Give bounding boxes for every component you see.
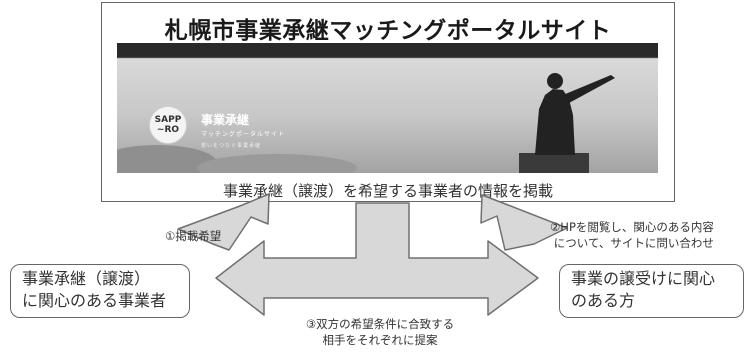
seller-line2: に関心のある事業者 [22,291,167,310]
portal-banner-image: SAPP ~RO 事業承継 マッチングポータルサイト 想いをつなぐ事業承継 [117,43,658,173]
statue-silhouette [117,73,615,173]
banner-subtitle: マッチングポータルサイト [201,131,286,138]
banner-tagline: 想いをつなぐ事業承継 [201,143,262,149]
step2-line2: について、サイトに問い合わせ [553,236,714,250]
arrow-listing-request [177,193,270,251]
portal-title: 札幌市事業承継マッチングポータルサイト [164,18,612,44]
arrow-matching-proposal [215,202,539,316]
step2-label: ②HPを閲覧し、関心のある内容 について、サイトに問い合わせ [550,219,714,251]
logo-text-1: SAPP [154,115,182,125]
logo-text-2: ~RO [156,125,180,135]
buyer-party-box: 事業の譲受けに関心 のある方 [559,264,744,318]
portal-site-box: 札幌市事業承継マッチングポータルサイト SAPP ~RO 事業承継 マッチングポ… [101,2,675,202]
buyer-line1: 事業の譲受けに関心 [571,269,716,288]
portal-caption: 事業承継（譲渡）を希望する事業者の情報を掲載 [222,182,553,200]
step3-line1: ③双方の希望条件に合致する [305,317,455,331]
step3-line2: 相手をそれぞれに提案 [322,333,438,347]
buyer-line2: のある方 [571,291,636,310]
seller-line1: 事業承継（譲渡） [22,269,151,288]
step3-label: ③双方の希望条件に合致する 相手をそれぞれに提案 [300,316,460,348]
step2-line1: ②HPを閲覧し、関心のある内容 [550,220,714,234]
sapporo-logo: SAPP ~RO [149,106,187,144]
banner-brand: 事業承継 [201,113,250,127]
step1-label: ①掲載希望 [165,229,222,243]
arrow-inquiry [480,194,568,251]
seller-party-box: 事業承継（譲渡） に関心のある事業者 [10,264,190,318]
